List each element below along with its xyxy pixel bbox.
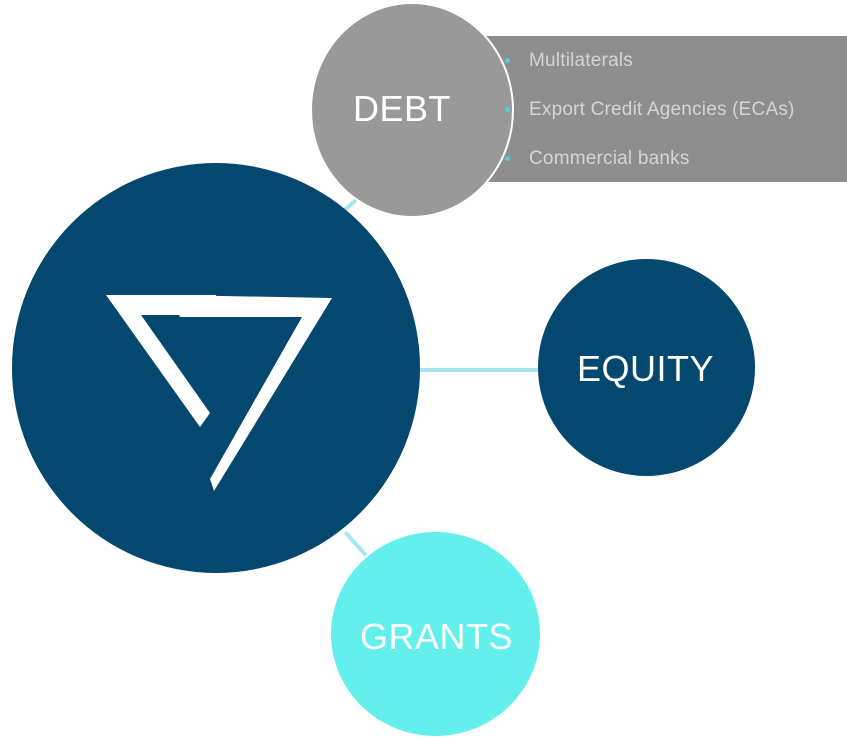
list-item: Multilaterals <box>505 44 795 93</box>
list-item: Export Credit Agencies (ECAs) <box>505 93 795 142</box>
center-node <box>12 163 420 573</box>
bullet-icon <box>505 107 510 112</box>
bullet-icon <box>505 156 510 161</box>
grants-label: GRANTS <box>359 616 513 657</box>
equity-node: EQUITY <box>538 259 755 476</box>
equity-label: EQUITY <box>576 347 714 389</box>
debt-source-label: Commercial banks <box>529 148 690 169</box>
bullet-icon <box>505 58 510 63</box>
debt-label: DEBT <box>352 88 451 129</box>
debt-sources-list: Multilaterals Export Credit Agencies (EC… <box>505 44 795 191</box>
connector-equity <box>414 368 542 372</box>
v7-logo-icon <box>106 295 332 491</box>
debt-source-label: Multilaterals <box>529 50 633 71</box>
debt-node: DEBT <box>310 2 514 218</box>
list-item: Commercial banks <box>505 142 795 191</box>
debt-source-label: Export Credit Agencies (ECAs) <box>529 99 795 120</box>
grants-node: GRANTS <box>329 530 542 738</box>
